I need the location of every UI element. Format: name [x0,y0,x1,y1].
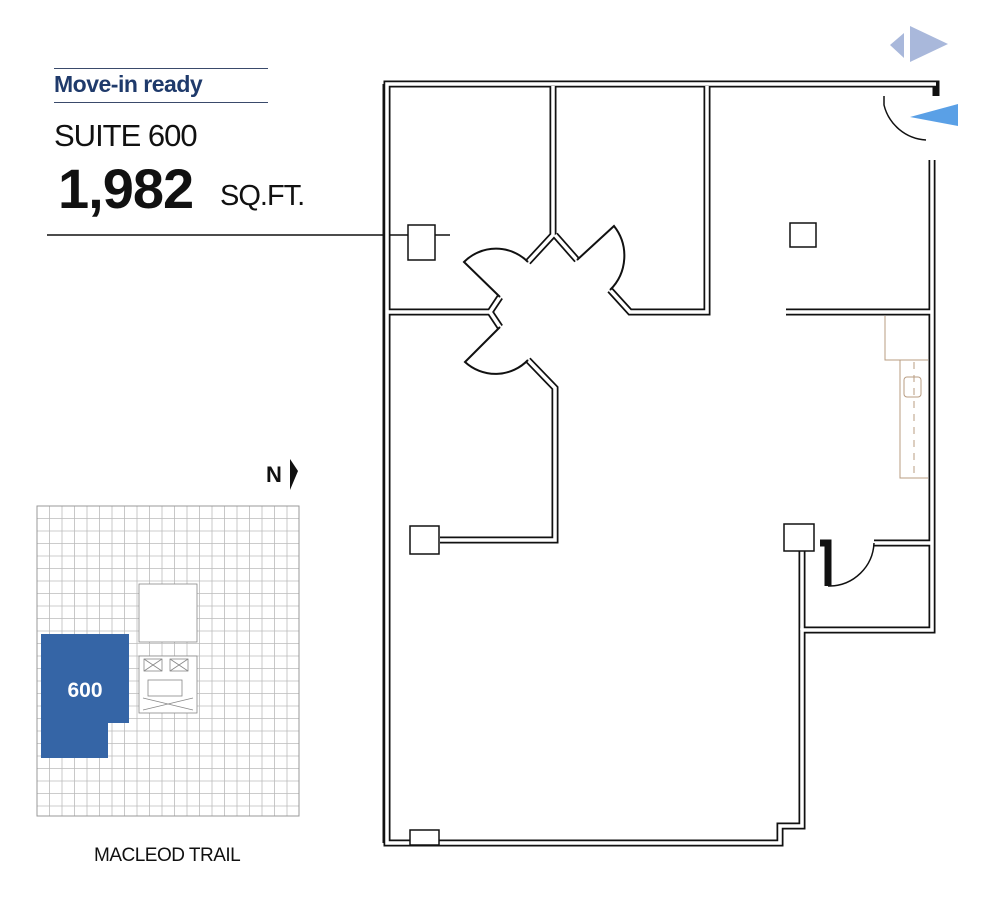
doors [462,96,927,587]
suite-highlight [41,634,129,758]
street-label: MACLEOD TRAIL [94,845,241,866]
entry-door [883,96,927,141]
suite-highlight-label: 600 [67,679,102,702]
key-plan: N 600 [36,459,300,817]
kitchen-counter [884,316,928,479]
area-unit: SQ.FT. [220,180,305,212]
suite-title: SUITE 600 [54,118,198,153]
north-label: N [266,462,282,487]
north-arrow-icon [290,459,298,490]
building-core [138,583,198,714]
entry-arrow-icon [910,104,958,126]
status-label: Move-in ready [54,68,268,103]
area-value: 1,982 [58,157,194,220]
next-arrow-icon[interactable] [890,26,948,62]
walls [383,80,940,847]
columns [407,222,817,846]
